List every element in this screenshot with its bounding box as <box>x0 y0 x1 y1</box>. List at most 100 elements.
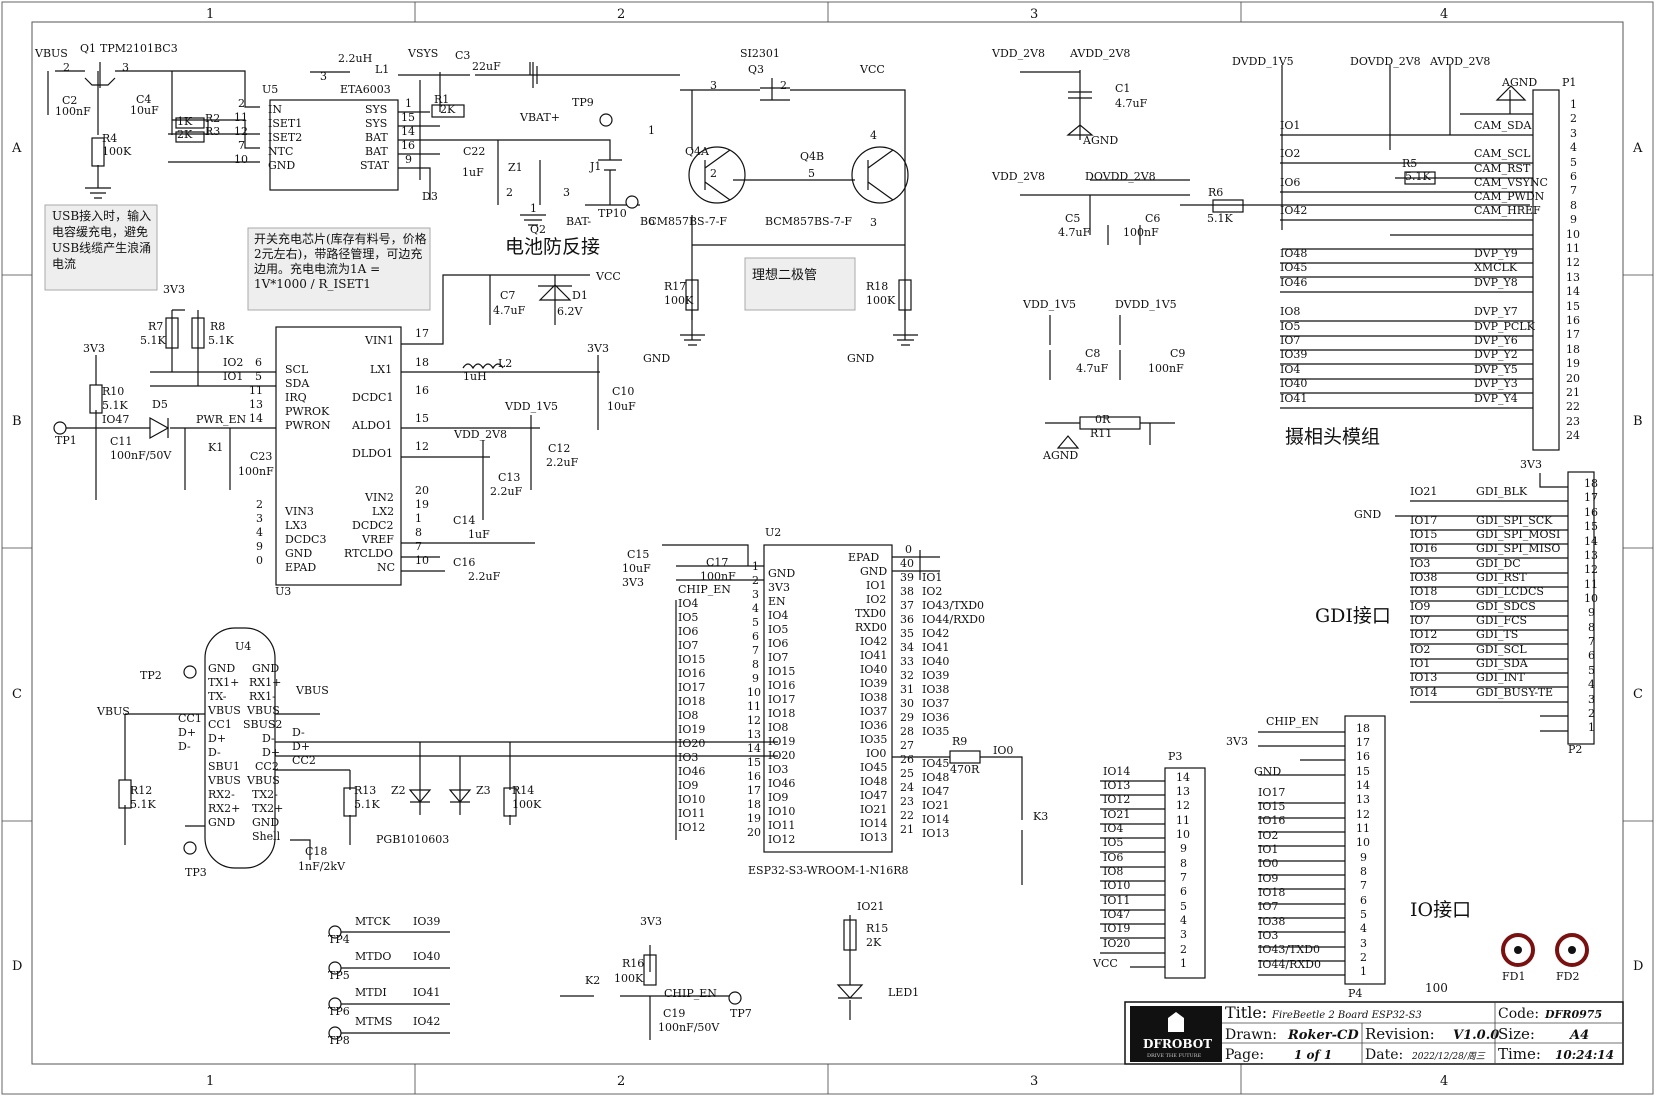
schematic-label: VDD_2V8 <box>991 47 1045 60</box>
schematic-label: TP7 <box>730 1007 752 1020</box>
schematic-label: 1 <box>752 560 759 573</box>
schematic-label: VIN1 <box>364 334 394 347</box>
schematic-label: 18 <box>1566 343 1580 356</box>
schematic-label: VDD_1V5 <box>1022 298 1076 311</box>
schematic-label: IO15 <box>1258 800 1285 813</box>
schematic-label: IO9 <box>768 791 788 804</box>
schematic-label: 4 <box>1180 914 1187 927</box>
schematic-label: D1 <box>572 289 588 302</box>
schematic-label: 3V3 <box>640 915 662 928</box>
schematic-label: 31 <box>900 683 914 696</box>
schematic-label: 5.1K <box>1207 212 1233 225</box>
note-charger: 开关充电芯片(库存有料号，价格2元左右)，带路径管理，可边充边用。充电电流为1A… <box>254 232 427 291</box>
schematic-label: GND <box>643 352 670 365</box>
schematic-label: 15 <box>1584 520 1598 533</box>
page-value: 1 of 1 <box>1294 1048 1332 1062</box>
frame-row-a-right: A <box>1632 141 1643 156</box>
schematic-label: 9 <box>1180 842 1187 855</box>
schematic-label: IO21 <box>1103 808 1130 821</box>
schematic-label: 13 <box>747 728 761 741</box>
schematic-label: IO11 <box>1103 894 1130 907</box>
schematic-label: IO8 <box>1280 305 1300 318</box>
schematic-label: DVP_PCLK <box>1474 320 1536 333</box>
schematic-label: IO45 <box>860 761 887 774</box>
schematic-label: ESP32-S3-WROOM-1-N16R8 <box>748 864 909 877</box>
schematic-label: IO3 <box>1410 557 1430 570</box>
schematic-label: C16 <box>453 556 475 569</box>
schematic-label: 27 <box>900 739 914 752</box>
schematic-label: Shell <box>252 830 281 843</box>
schematic-label: IO4 <box>768 609 788 622</box>
schematic-label: 3V3 <box>587 342 609 355</box>
schematic-label: DVP_Y4 <box>1474 392 1518 405</box>
schematic-label: IO42 <box>1280 204 1307 217</box>
schematic-label: TP1 <box>55 434 77 447</box>
schematic-label: 6 <box>752 630 759 643</box>
schematic-label: K3 <box>1033 810 1048 823</box>
code-value: DFR0975 <box>1544 1008 1602 1021</box>
schematic-label: IO10 <box>768 805 795 818</box>
revision-label: Revision: <box>1365 1025 1435 1043</box>
schematic-label: 2 <box>1570 112 1577 125</box>
schematic-label: 14 <box>401 125 415 138</box>
schematic-label: 11 <box>1176 814 1190 827</box>
schematic-label: SI2301 <box>740 47 780 60</box>
schematic-label: 6 <box>1180 885 1187 898</box>
schematic-label: 4 <box>1588 678 1595 691</box>
schematic-label: DOVDD_2V8 <box>1350 55 1421 68</box>
schematic-label: RX2- <box>208 788 235 801</box>
schematic-label: GDI_RST <box>1476 571 1527 584</box>
schematic-label: AVDD_2V8 <box>1429 55 1490 68</box>
schematic-label: 16 <box>401 139 415 152</box>
schematic-label: J1 <box>589 160 601 173</box>
schematic-label: DCDC3 <box>285 533 326 546</box>
schematic-label: 20 <box>415 484 429 497</box>
schematic-label: 3 <box>1588 693 1595 706</box>
schematic-label: IO4 <box>1280 363 1300 376</box>
schematic-label: VDD_1V5 <box>504 400 558 413</box>
schematic-label: VDD_2V8 <box>453 428 507 441</box>
schematic-label: LED1 <box>888 986 919 999</box>
schematic-label: 8 <box>1360 865 1367 878</box>
schematic-label: 13 <box>1566 271 1580 284</box>
schematic-label: R17 <box>664 280 686 293</box>
schematic-label: AGND <box>1082 134 1118 147</box>
schematic-label: IO6 <box>768 637 788 650</box>
schematic-label: IN <box>268 103 282 116</box>
schematic-label: 2.2uF <box>468 570 501 583</box>
schematic-label: 5.1K <box>354 798 380 811</box>
schematic-label: IO46 <box>768 777 795 790</box>
frame-row-c: C <box>12 687 22 702</box>
schematic-label: CHIP_EN <box>678 583 731 596</box>
schematic-label: IO18 <box>768 707 795 720</box>
schematic-label: IO4 <box>678 597 698 610</box>
note-io: IO接口 <box>1410 899 1471 921</box>
schematic-label: VSYS <box>407 47 438 60</box>
schematic-label: EN <box>768 595 786 608</box>
schematic-label: L2 <box>498 357 512 370</box>
schematic-label: IO9 <box>678 779 698 792</box>
schematic-label: XMCLK <box>1474 261 1518 274</box>
frame-col-4: 4 <box>1440 7 1448 22</box>
schematic-label: CHIP_EN <box>664 987 717 1000</box>
schematic-label: CAM_RST <box>1474 162 1531 175</box>
schematic-label: TP5 <box>328 969 350 982</box>
schematic-label: IO17 <box>768 693 795 706</box>
schematic-label: 10uF <box>622 562 651 575</box>
schematic-label: 1 <box>1180 957 1187 970</box>
schematic-label: 18 <box>1356 722 1370 735</box>
wires <box>47 62 1595 1040</box>
schematic-label: 12 <box>747 714 761 727</box>
schematic-label: D- <box>208 746 221 759</box>
schematic-label: 9 <box>405 153 412 166</box>
schematic-label: IO37 <box>922 697 949 710</box>
schematic-label: 3 <box>1570 127 1577 140</box>
schematic-label: CC1 <box>178 712 202 725</box>
schematic-label: 10 <box>747 686 761 699</box>
schematic-label: SBU1 <box>208 760 240 773</box>
schematic-label: CAM_VSYNC <box>1474 176 1548 189</box>
schematic-label: GDI_SPI_MOSI <box>1476 528 1560 541</box>
schematic-label: GDI_TS <box>1476 628 1518 641</box>
schematic-label: 21 <box>900 823 914 836</box>
date-value: 2022/12/28/周三 <box>1411 1051 1486 1062</box>
